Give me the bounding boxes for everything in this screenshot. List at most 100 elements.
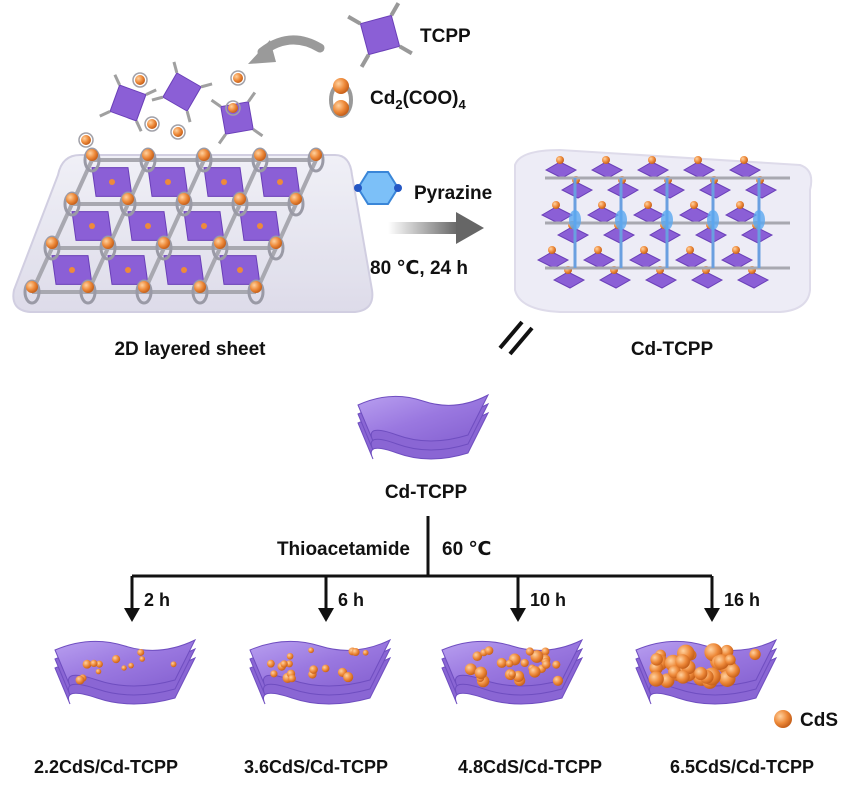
cds-particle: [496, 657, 507, 668]
branch-arrowheads: [124, 608, 720, 622]
cds-particle: [286, 652, 294, 660]
pyrazine-ring: [615, 210, 627, 230]
product-sheet: [441, 638, 584, 705]
framework-linker: [652, 181, 686, 199]
pyrazine-icon: [354, 171, 402, 205]
cd-center-dot: [201, 223, 207, 229]
tcpp-label: TCPP: [420, 26, 471, 47]
cd-center-dot: [109, 179, 115, 185]
framework-linker: [598, 271, 632, 289]
framework-linker: [544, 161, 578, 179]
cd-atom: [102, 237, 114, 249]
thioacetamide-label: Thioacetamide: [277, 539, 410, 560]
linker-square: [162, 72, 202, 112]
cds-particle: [484, 646, 494, 655]
product-sheet: [249, 638, 392, 705]
floating-cd-ring: [78, 132, 94, 148]
cds-particle: [675, 654, 690, 669]
pyrazine-ring: [569, 210, 581, 230]
cd-center-dot: [69, 267, 75, 273]
framework-cd: [736, 201, 744, 209]
cd-center-dot: [237, 267, 243, 273]
pyrazine-ring: [707, 210, 719, 230]
time-label-1: 2 h: [144, 590, 170, 610]
product-label-4: 6.5CdS/Cd-TCPP: [670, 757, 814, 777]
cd-atom: [198, 149, 210, 161]
cd-paddlewheel-label: Cd2(COO)4: [370, 88, 467, 112]
condition-temperature-time-1: 80 ℃, 24 h: [370, 258, 468, 279]
sheet-layer: [54, 638, 197, 687]
product-sheet: [54, 638, 197, 705]
framework-linker: [556, 226, 590, 244]
framework-cd: [694, 156, 702, 164]
cd-atom: [270, 237, 282, 249]
linker-arm: [252, 128, 264, 138]
floating-building-blocks: [78, 61, 264, 148]
linker-arm: [217, 133, 227, 145]
framework-linker: [644, 271, 678, 289]
floating-cd-ring: [144, 116, 160, 132]
framework-cd: [552, 201, 560, 209]
nanosheet-figure: [357, 393, 490, 460]
nanosheet-label: Cd-TCPP: [385, 482, 468, 503]
linker-arm: [172, 61, 179, 74]
floating-cd-ring: [132, 72, 148, 88]
framework-cd: [640, 246, 648, 254]
pyrazine-ring: [661, 210, 673, 230]
cds-particle: [95, 660, 103, 668]
framework-cd: [548, 246, 556, 254]
framework-cd: [648, 156, 656, 164]
cd-atom: [66, 193, 78, 205]
floating-cd-atom: [135, 75, 145, 85]
framework-cd: [690, 201, 698, 209]
cds-particle: [725, 663, 740, 678]
framework-cd: [732, 246, 740, 254]
floating-cd-ring: [225, 100, 241, 116]
cds-particle: [552, 675, 564, 686]
cd-atom: [254, 149, 266, 161]
cd-tcpp-framework-figure: [514, 148, 813, 313]
framework-linker: [560, 181, 594, 199]
cds-particle: [520, 658, 529, 668]
cds-particle: [525, 647, 534, 656]
floating-tcpp-icon: [99, 74, 157, 132]
linker-arm: [145, 88, 157, 96]
framework-linker: [602, 226, 636, 244]
framework-cd: [556, 156, 564, 164]
product-label-1: 2.2CdS/Cd-TCPP: [34, 757, 178, 777]
cds-particle: [321, 664, 330, 673]
cd-center-dot: [125, 267, 131, 273]
cd-atom: [82, 281, 94, 293]
framework-cd: [686, 246, 694, 254]
equivalence-mark: [498, 320, 534, 356]
cds-particle: [362, 649, 369, 656]
cd-center-dot: [181, 267, 187, 273]
pyrazine-ring: [753, 210, 765, 230]
cd-atom: [234, 193, 246, 205]
cds-particle: [749, 648, 761, 661]
framework-linker: [536, 251, 570, 269]
framework-linker: [582, 251, 616, 269]
cds-particle: [111, 655, 121, 664]
framework-cd: [602, 156, 610, 164]
cd-center-dot: [257, 223, 263, 229]
framework-linker: [698, 181, 732, 199]
framework-linker: [720, 251, 754, 269]
product-sheets: [54, 638, 778, 705]
cd-atom: [46, 237, 58, 249]
floating-cd-atom: [173, 127, 183, 137]
reaction-arrow-icon: [388, 212, 484, 244]
cds-particle: [505, 659, 514, 668]
cds-particle: [676, 670, 690, 684]
floating-cd-ring: [170, 124, 186, 140]
cds-particle: [474, 666, 488, 680]
cd-center-dot: [145, 223, 151, 229]
framework-cd: [740, 156, 748, 164]
floating-cd-atom: [233, 73, 243, 83]
cds-particle: [270, 670, 278, 678]
cds-legend-label: CdS: [800, 710, 838, 731]
sheet-layer: [357, 393, 490, 442]
framework-linker: [590, 161, 624, 179]
cds-particle: [552, 660, 561, 669]
framework-linker: [694, 226, 728, 244]
